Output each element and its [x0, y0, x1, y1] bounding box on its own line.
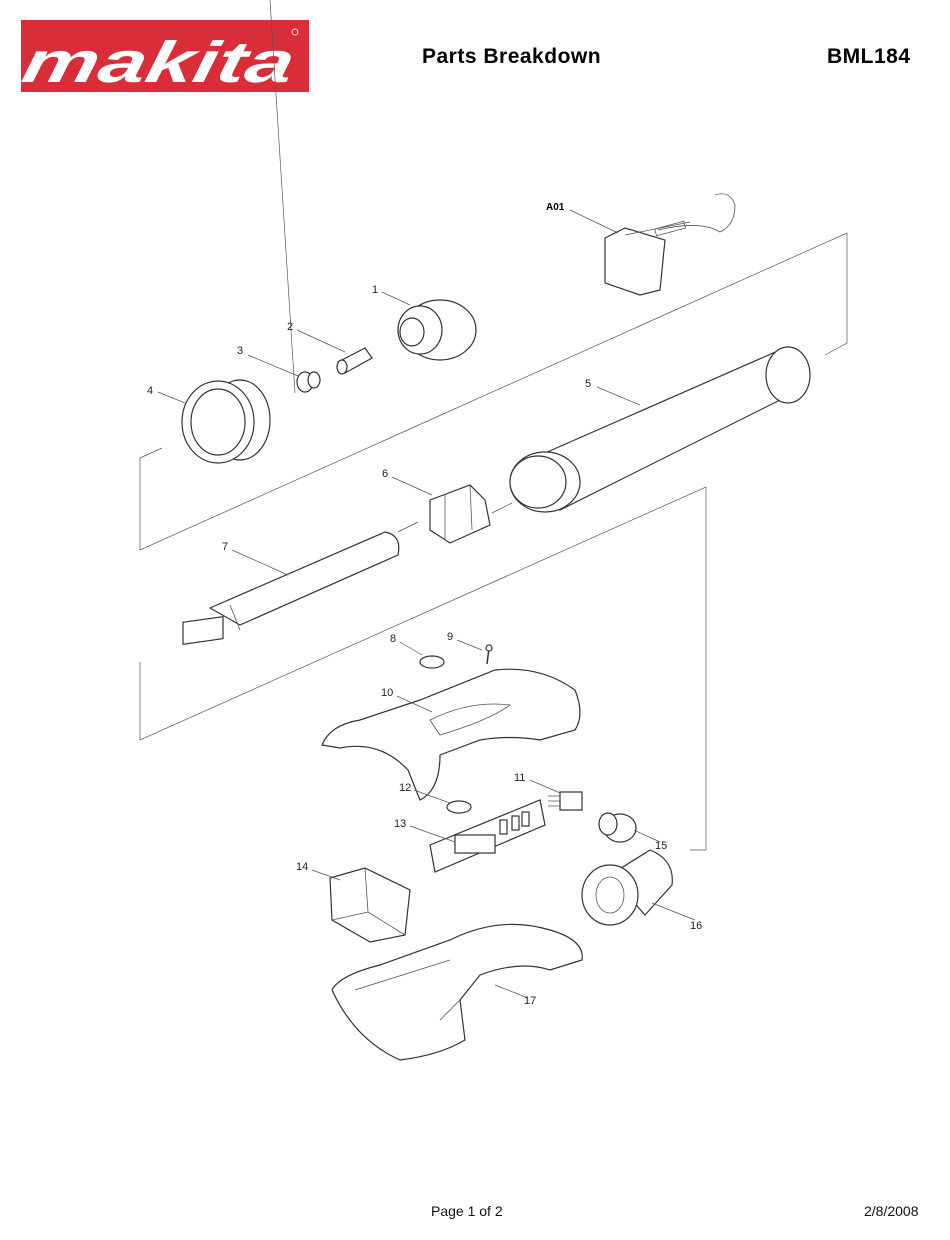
callout-5: 5 [585, 378, 591, 390]
part-10-housing [321, 668, 581, 801]
callout-8: 8 [390, 633, 396, 645]
callout-17: 17 [524, 995, 536, 1007]
leader-lines [157, 209, 696, 999]
part-1-cap [397, 299, 477, 361]
svg-text:makita: makita [21, 31, 301, 92]
callout-15: 15 [655, 840, 667, 852]
callout-11: 11 [514, 772, 525, 784]
part-8-ring [419, 655, 445, 669]
part-3-washer [296, 371, 321, 393]
part-6-holder [429, 484, 491, 544]
callout-16: 16 [690, 920, 702, 932]
part-13-board [429, 799, 546, 873]
part-9-screw [485, 644, 493, 665]
part-a01-clip [604, 193, 736, 296]
part-5-tube [509, 346, 811, 513]
callout-13: 13 [394, 818, 406, 830]
part-7-rack [182, 531, 400, 645]
callout-10: 10 [381, 687, 393, 699]
part-16-motor [581, 849, 673, 926]
callout-9: 9 [447, 631, 453, 643]
callout-1: 1 [372, 284, 378, 296]
callout-a01: A01 [546, 202, 565, 213]
part-15-cap [598, 812, 637, 843]
document-date: 2/8/2008 [864, 1203, 919, 1219]
part-14-terminal [329, 867, 411, 943]
part-2-plunger [336, 347, 373, 375]
callout-3: 3 [237, 345, 243, 357]
callout-4: 4 [147, 385, 153, 397]
part-4-ring-nut [181, 379, 271, 464]
callout-2: 2 [287, 321, 293, 333]
callout-14: 14 [296, 861, 308, 873]
part-11-switch [548, 791, 583, 811]
page-title: Parts Breakdown [422, 45, 602, 68]
part-12-ring [446, 800, 472, 814]
callout-7: 7 [222, 541, 228, 553]
model-number: BML184 [827, 45, 911, 68]
callout-12: 12 [399, 782, 411, 794]
part-17-housing [331, 923, 583, 1061]
assembly-guide-lines [139, 0, 848, 851]
makita-logo: makita [21, 20, 309, 92]
page-number: Page 1 of 2 [431, 1203, 503, 1219]
callout-6: 6 [382, 468, 388, 480]
